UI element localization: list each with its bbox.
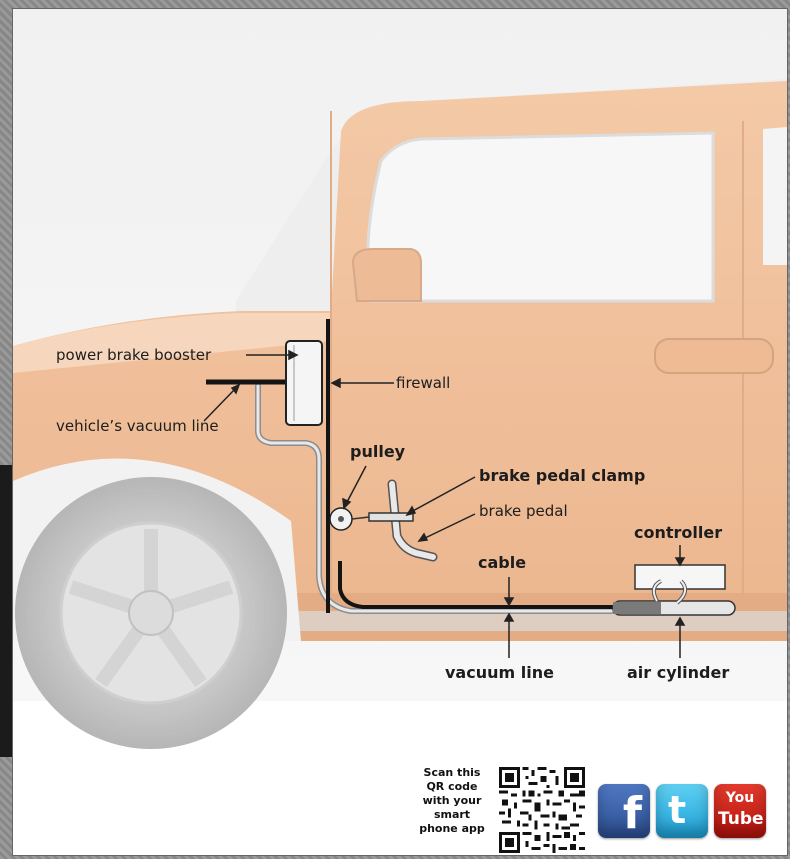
qr-code-icon[interactable] (499, 766, 585, 854)
diagram-panel: power brake booster firewall vehicle’s v… (12, 8, 788, 856)
label-cable: cable (478, 554, 526, 572)
label-air-cylinder: air cylinder (627, 664, 729, 682)
label-vacuum-line: vacuum line (445, 664, 554, 682)
youtube-icon[interactable]: You Tube (714, 784, 766, 838)
twitter-icon[interactable]: t (656, 784, 708, 838)
controller (635, 565, 725, 589)
youtube-you-text: You (714, 790, 766, 806)
twitter-glyph: t (668, 790, 686, 830)
qr-caption: Scan this QR code with your smart phone … (406, 766, 498, 836)
facebook-icon[interactable]: f (598, 784, 650, 838)
label-brake-pedal: brake pedal (479, 502, 568, 520)
label-brake-pedal-clamp: brake pedal clamp (479, 467, 645, 485)
label-pulley: pulley (350, 443, 405, 461)
label-power-brake-booster: power brake booster (56, 346, 211, 364)
label-controller: controller (634, 524, 722, 542)
label-firewall: firewall (396, 374, 450, 392)
youtube-tube-text: Tube (718, 808, 762, 830)
label-vehicles-vacuum-line: vehicle’s vacuum line (56, 417, 219, 435)
pulley-center (338, 516, 344, 522)
facebook-glyph: f (623, 792, 642, 836)
cylinder-rod (613, 602, 661, 614)
brake-pedal-clamp (369, 513, 413, 521)
